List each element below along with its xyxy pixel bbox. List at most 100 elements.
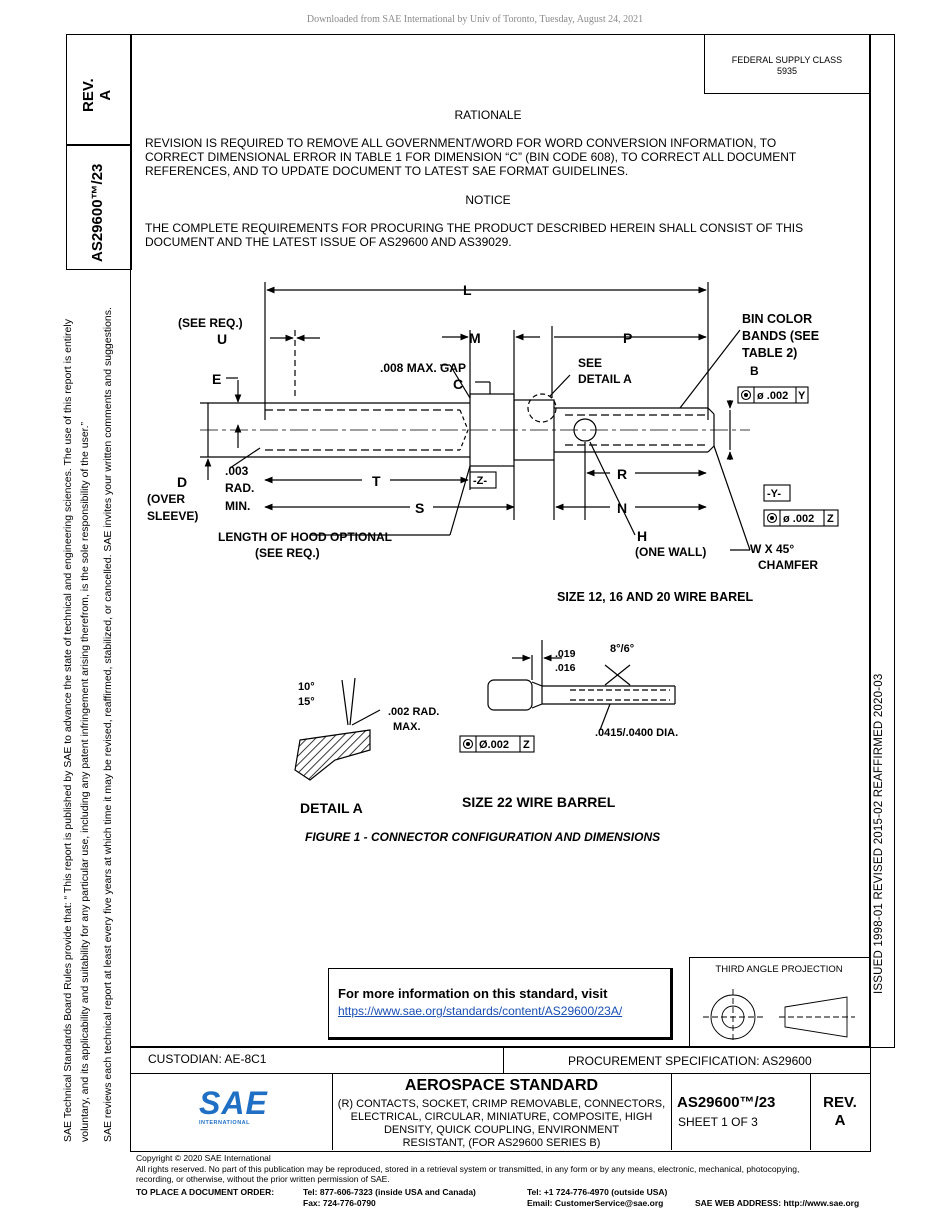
doc-divider bbox=[671, 1073, 672, 1150]
side-note-line3: SAE reviews each technical report at lea… bbox=[102, 307, 114, 1142]
projection-label: THIRD ANGLE PROJECTION bbox=[715, 964, 843, 975]
label-chamfer-2: CHAMFER bbox=[758, 558, 818, 572]
sae-logo-text: SAE bbox=[199, 1085, 268, 1121]
tel-us: Tel: 877-606-7323 (inside USA and Canada… bbox=[303, 1187, 476, 1197]
sae-logo-sub: INTERNATIONAL bbox=[199, 1120, 251, 1126]
label-see-req: (SEE REQ.) bbox=[178, 316, 243, 330]
tolerance-y: ø .002 bbox=[757, 390, 788, 402]
tolerance-z-ref: Z bbox=[827, 513, 834, 525]
info-box: For more information on this standard, v… bbox=[328, 968, 673, 1040]
rationale-line3: REFERENCES, AND TO UPDATE DOCUMENT TO LA… bbox=[145, 164, 629, 178]
document-description: (R) CONTACTS, SOCKET, CRIMP REMOVABLE, C… bbox=[333, 1098, 670, 1150]
label-d019: .019 bbox=[555, 648, 576, 660]
label-over-2: SLEEVE) bbox=[147, 509, 198, 523]
label-bin-3: TABLE 2) bbox=[742, 346, 797, 360]
label-gap: .008 MAX. GAP bbox=[380, 361, 466, 375]
web-address: SAE WEB ADDRESS: http://www.sae.org bbox=[695, 1198, 860, 1208]
sheet-number: SHEET 1 OF 3 bbox=[678, 1115, 758, 1129]
desc-line1: (R) CONTACTS, SOCKET, CRIMP REMOVABLE, C… bbox=[337, 1098, 666, 1110]
side-note-line1: SAE Technical Standards Board Rules prov… bbox=[62, 319, 74, 1142]
download-notice: Downloaded from SAE International by Uni… bbox=[306, 14, 644, 25]
notice-line2: DOCUMENT AND THE LATEST ISSUE OF AS29600… bbox=[145, 235, 512, 249]
rationale-line2: CORRECT DIMENSIONAL ERROR IN TABLE 1 FOR… bbox=[145, 150, 797, 164]
notice-title: NOTICE bbox=[465, 193, 511, 207]
main-frame bbox=[130, 34, 871, 1048]
revision-box: REV. A bbox=[811, 1094, 869, 1130]
label-S: S bbox=[415, 500, 424, 516]
custodian: CUSTODIAN: AE-8C1 bbox=[148, 1052, 267, 1066]
label-bin-1: BIN COLOR bbox=[742, 312, 812, 326]
info-link[interactable]: https://www.sae.org/standards/content/AS… bbox=[338, 1004, 623, 1018]
label-hood-1: LENGTH OF HOOD OPTIONAL bbox=[218, 530, 392, 544]
main-view-title: SIZE 12, 16 AND 20 WIRE BAREL bbox=[557, 590, 753, 604]
footer-rights-2: recording, or otherwise, without the pri… bbox=[136, 1174, 390, 1184]
label-B: B bbox=[750, 364, 759, 378]
side-rev-value: A bbox=[97, 89, 114, 101]
side-note-line2: voluntary, and its applicability and sui… bbox=[79, 421, 91, 1142]
tel-intl: Tel: +1 724-776-4970 (outside USA) bbox=[527, 1187, 668, 1197]
rev-label: REV. bbox=[823, 1094, 857, 1111]
aerospace-standard: AEROSPACE STANDARD bbox=[404, 1077, 599, 1094]
rev-value: A bbox=[834, 1112, 846, 1129]
label-see-detail-1: SEE bbox=[578, 356, 602, 370]
side-docid-box bbox=[66, 144, 132, 270]
custodian-row-divider bbox=[130, 1073, 871, 1074]
label-rad-1: .003 bbox=[225, 464, 249, 478]
footer: Copyright © 2020 SAE International All r… bbox=[136, 1153, 896, 1185]
label-detail-rad-1: .002 RAD. bbox=[388, 706, 439, 718]
info-title: For more information on this standard, v… bbox=[338, 986, 608, 1001]
datum-y: -Y- bbox=[767, 488, 781, 500]
label-R: R bbox=[617, 466, 627, 482]
tolerance-z: ø .002 bbox=[783, 513, 814, 525]
label-dia: .0415/.0400 DIA. bbox=[595, 727, 678, 739]
document-number: AS29600™/23 bbox=[677, 1094, 776, 1111]
tolerance-y-ref: Y bbox=[798, 390, 806, 402]
figure-caption: FIGURE 1 - CONNECTOR CONFIGURATION AND D… bbox=[305, 830, 661, 844]
procurement-spec: PROCUREMENT SPECIFICATION: AS29600 bbox=[568, 1054, 812, 1068]
notice-text: THE COMPLETE REQUIREMENTS FOR PROCURING … bbox=[145, 221, 865, 249]
side-rev-box bbox=[66, 34, 132, 146]
label-C: C bbox=[453, 376, 463, 392]
label-ang-2: 15° bbox=[298, 696, 315, 708]
rationale-line1: REVISION IS REQUIRED TO REMOVE ALL GOVER… bbox=[145, 136, 777, 150]
connector-drawing: L M P (SEE REQ.) U E C .008 MAX. GAP SEE… bbox=[147, 282, 839, 816]
label-rad-2: RAD. bbox=[225, 481, 254, 495]
desc-line3: DENSITY, QUICK COUPLING, ENVIRONMENT bbox=[383, 1124, 620, 1136]
label-U: U bbox=[217, 331, 227, 347]
projection-symbol-icon bbox=[703, 989, 855, 1043]
sae-logo: SAE INTERNATIONAL bbox=[199, 1086, 269, 1136]
label-M: M bbox=[469, 330, 481, 346]
right-strip bbox=[869, 34, 895, 1048]
fsc-line2: 5935 bbox=[776, 66, 798, 76]
label-T: T bbox=[372, 473, 381, 489]
side-doc-id: AS29600™/23 bbox=[89, 163, 106, 262]
detail-a-title: DETAIL A bbox=[300, 800, 363, 816]
label-ang-1: 10° bbox=[298, 681, 315, 693]
projection-box bbox=[689, 957, 871, 1048]
label-over-1: (OVER bbox=[147, 492, 185, 506]
label-D: D bbox=[177, 474, 187, 490]
rev-divider bbox=[810, 1073, 811, 1150]
desc-line4: RESISTANT, (FOR AS29600 SERIES B) bbox=[402, 1137, 601, 1149]
tolerance-22: Ø.002 bbox=[479, 739, 509, 751]
federal-supply-class: FEDERAL SUPPLY CLASS 5935 bbox=[704, 34, 870, 94]
tolerance-22-ref: Z bbox=[523, 739, 530, 751]
footer-copyright: Copyright © 2020 SAE International bbox=[136, 1153, 271, 1163]
fsc-line1: FEDERAL SUPPLY CLASS bbox=[731, 55, 843, 65]
title-block bbox=[130, 1046, 871, 1152]
datum-z: -Z- bbox=[473, 475, 487, 487]
desc-line2: ELECTRICAL, CIRCULAR, MINIATURE, COMPOSI… bbox=[350, 1111, 653, 1123]
label-rad-3: MIN. bbox=[225, 499, 250, 513]
label-N: N bbox=[617, 500, 627, 516]
label-chamfer-1: W X 45° bbox=[750, 542, 794, 556]
order-label: TO PLACE A DOCUMENT ORDER: bbox=[136, 1187, 275, 1197]
side-rev-label: REV. bbox=[80, 78, 97, 112]
logo-divider bbox=[332, 1073, 333, 1150]
custodian-divider bbox=[503, 1046, 504, 1073]
side-rev: REV. A bbox=[80, 78, 114, 112]
size22-title: SIZE 22 WIRE BARREL bbox=[462, 794, 616, 810]
label-P: P bbox=[623, 330, 632, 346]
fax: Fax: 724-776-0790 bbox=[303, 1198, 376, 1208]
label-d016: .016 bbox=[555, 662, 576, 674]
footer-rights-1: All rights reserved. No part of this pub… bbox=[136, 1163, 800, 1174]
